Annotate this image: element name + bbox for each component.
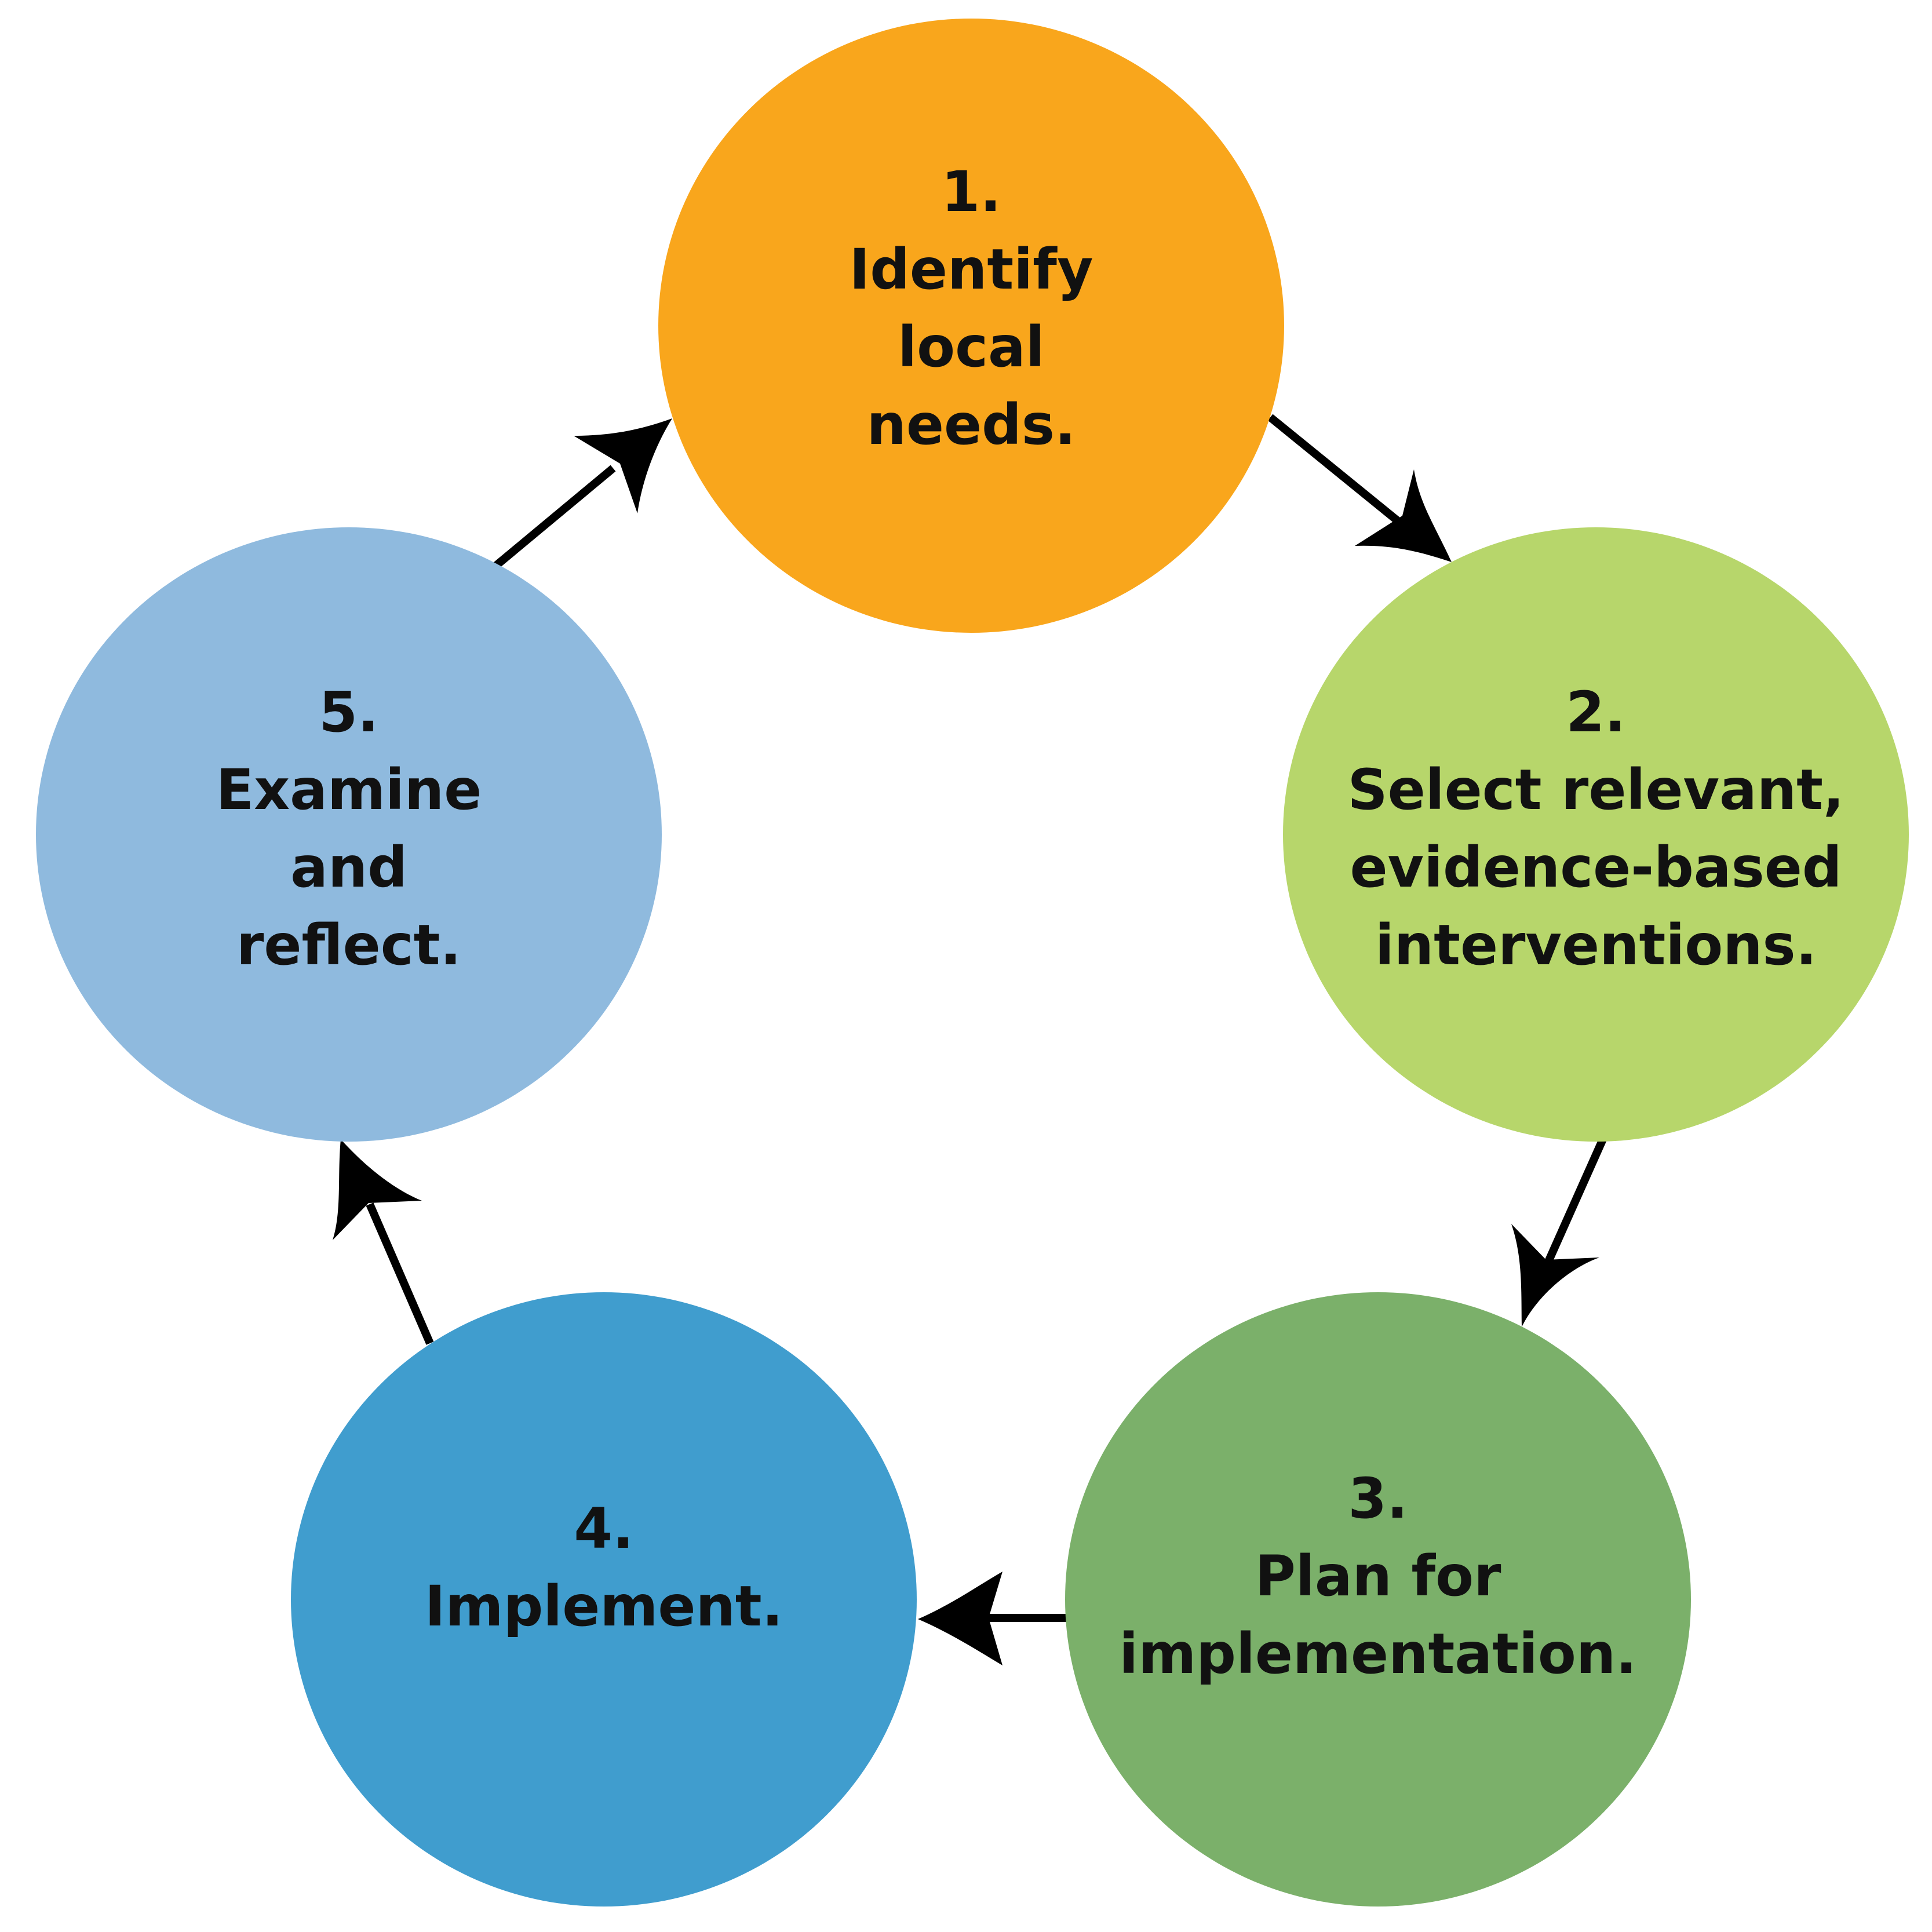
step-5-text: 5. Examine and reflect. xyxy=(216,673,482,984)
step-4-number: 4. xyxy=(574,1496,634,1561)
step-4-text: 4. Implement. xyxy=(425,1490,783,1645)
step-1-line-2: local xyxy=(898,315,1045,380)
step-3-circle: 3. Plan for implementation. xyxy=(1065,1292,1691,1907)
arrow-step4-to-step5 xyxy=(333,1139,434,1345)
step-3-line-1: Plan for xyxy=(1255,1544,1501,1609)
step-5-line-2: and xyxy=(290,835,407,900)
step-1-circle: 1. Identify local needs. xyxy=(658,19,1284,633)
step-2-line-2: evidence-based xyxy=(1350,835,1842,900)
step-4-circle: 4. Implement. xyxy=(291,1292,917,1907)
arrow-step2-to-step3 xyxy=(1511,1138,1607,1327)
step-2-circle: 2. Select relevant, evidence-based inter… xyxy=(1283,527,1909,1142)
step-3-text: 3. Plan for implementation. xyxy=(1119,1460,1636,1693)
arrow-step1-to-step2 xyxy=(1267,414,1452,562)
step-3-line-2: implementation. xyxy=(1119,1621,1637,1686)
step-2-text: 2. Select relevant, evidence-based inter… xyxy=(1347,673,1844,984)
arrowhead xyxy=(918,1572,1003,1665)
arrowhead xyxy=(1511,1224,1599,1327)
step-5-line-1: Examine xyxy=(216,757,482,822)
arrow-step3-to-step4 xyxy=(918,1572,1066,1665)
step-1-line-1: Identify xyxy=(849,237,1093,302)
step-1-number: 1. xyxy=(941,159,1001,224)
arrow-shaft xyxy=(1542,1138,1607,1268)
arrow-shaft xyxy=(493,465,616,569)
arrow-shaft xyxy=(1267,414,1416,537)
step-1-line-3: needs. xyxy=(866,392,1076,457)
step-5-number: 5. xyxy=(319,680,379,745)
step-5-circle: 5. Examine and reflect. xyxy=(36,527,662,1142)
step-2-number: 2. xyxy=(1566,680,1626,745)
arrow-step5-to-step1 xyxy=(493,418,672,569)
step-2-line-1: Select relevant, xyxy=(1347,757,1844,822)
arrowhead xyxy=(574,418,672,513)
arrow-shaft xyxy=(366,1202,434,1345)
step-1-text: 1. Identify local needs. xyxy=(849,153,1093,464)
step-3-number: 3. xyxy=(1348,1466,1408,1531)
arrowhead xyxy=(333,1139,422,1240)
step-2-line-3: interventions. xyxy=(1375,913,1817,978)
arrowhead xyxy=(1355,469,1452,562)
step-5-line-3: reflect. xyxy=(236,913,461,978)
step-4-line-1: Implement. xyxy=(424,1574,783,1639)
